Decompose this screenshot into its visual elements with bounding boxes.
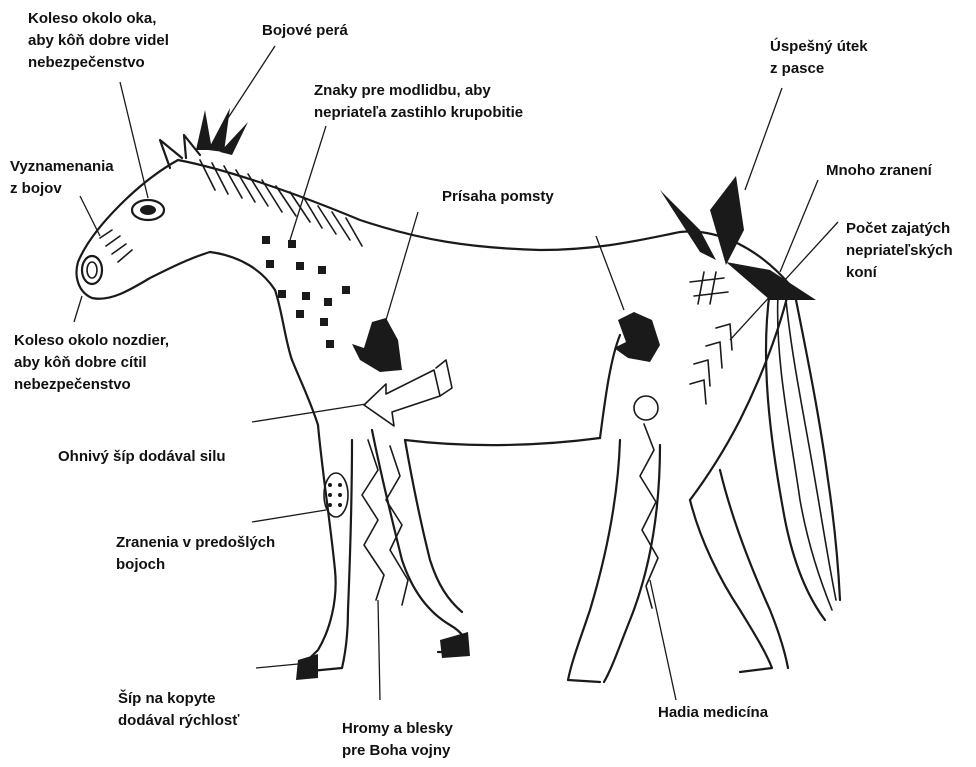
label-revenge-oath: Prísaha pomsty [442,186,554,208]
label-many-wounds: Mnoho zranení [826,160,932,182]
label-escape: Úspešný útek z pasce [770,36,868,80]
label-battle-honors: Vyznamenania z bojov [10,156,114,200]
leader-lines [74,46,838,700]
horse-tail [766,290,840,620]
label-past-wounds: Zranenia v predošlých bojoch [116,532,275,576]
label-captured-horses: Počet zajatých nepriateľských koní [846,218,953,284]
label-hoof-arrow: Šíp na kopyte dodával rýchlosť [118,688,239,732]
label-snake-medicine: Hadia medicína [658,702,768,724]
label-eye-wheel: Koleso okolo oka, aby kôň dobre videl ne… [28,8,169,74]
label-war-feathers: Bojové perá [262,20,348,42]
label-thunder: Hromy a blesky pre Boha vojny [342,718,453,762]
label-fire-arrow: Ohnivý šíp dodával silu [58,446,226,468]
label-prayer-signs: Znaky pre modlidbu, aby nepriateľa zasti… [314,80,523,124]
horse-markings [196,108,816,608]
label-nostril-wheel: Koleso okolo nozdier, aby kôň dobre cíti… [14,330,169,396]
